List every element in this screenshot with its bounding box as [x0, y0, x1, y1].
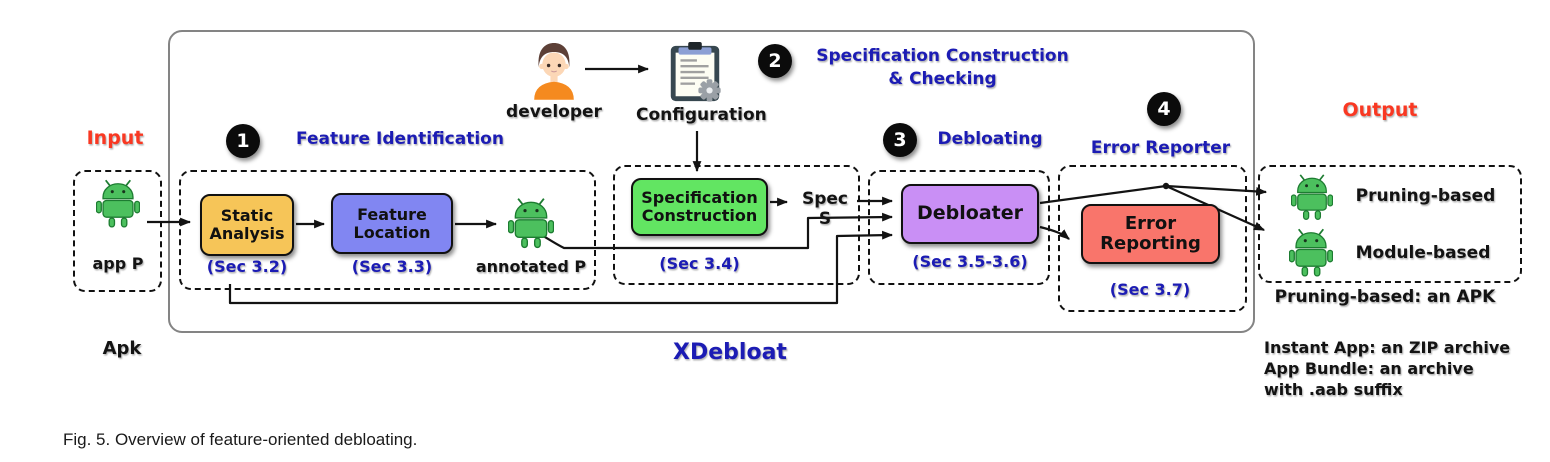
spec-construction-sec-label: (Sec 3.4) — [659, 254, 740, 273]
feature-location-label-line2: Location — [353, 222, 431, 242]
android-pruning-icon — [1291, 174, 1333, 220]
feature-location-label-line1: Feature — [357, 204, 427, 224]
error-reporting-sec-label: (Sec 3.7) — [1109, 280, 1191, 299]
error-reporting-label-line1: Error — [1124, 212, 1177, 234]
stage1-title: Feature Identification — [296, 129, 504, 149]
debloater-dashed-box — [868, 170, 1050, 285]
stage2-number-badge: 2 — [758, 44, 792, 78]
debloater-sec-label: (Sec 3.5-3.6) — [912, 252, 1028, 271]
spec-construction-label-line2: Construction — [641, 206, 758, 225]
stage2-title-line1: Specification Construction — [816, 46, 1069, 66]
stage3-number-badge: 3 — [883, 123, 917, 157]
android-module-icon — [1289, 228, 1333, 277]
module-based-label: Module-based — [1355, 243, 1491, 263]
static-analysis-node: Static Analysis — [200, 194, 294, 256]
pruning-based-label: Pruning-based — [1355, 186, 1496, 206]
stage3-title: Debloating — [937, 129, 1043, 149]
xdebloat-system-box — [168, 30, 1255, 333]
output-note-instant-app: Instant App: an ZIP archive — [1264, 338, 1511, 357]
error-reporting-label-line2: Reporting — [1100, 233, 1201, 254]
developer-label: developer — [506, 102, 602, 122]
static-analysis-label-line2: Analysis — [209, 224, 285, 243]
debloater-node: Debloater — [901, 184, 1039, 244]
output-note-app-bundle: App Bundle: an archive — [1264, 358, 1474, 378]
error-reporting-node: Error Reporting — [1081, 204, 1220, 264]
input-title: Input — [86, 127, 144, 149]
output-note-aab-suffix: with .aab suffix — [1264, 379, 1403, 399]
output-archive-notes: Instant App: an ZIP archive App Bundle: … — [1264, 338, 1544, 400]
stage2-title-line2: & Checking — [888, 68, 997, 89]
figure-caption: Fig. 5. Overview of feature-oriented deb… — [63, 430, 418, 449]
feature-identification-dashed-box — [179, 170, 596, 290]
android-app-icon — [96, 179, 140, 228]
stage4-title: Error Reporter — [1090, 138, 1231, 158]
stage2-title: Specification Construction & Checking — [800, 45, 1085, 91]
spec-construction-node: Specification Construction — [631, 178, 768, 236]
static-analysis-label-line1: Static — [220, 206, 274, 226]
configuration-icon — [670, 42, 721, 102]
output-dashed-box — [1258, 165, 1522, 283]
input-dashed-box — [73, 170, 162, 292]
app-p-label: app P — [92, 254, 144, 273]
apk-label: Apk — [102, 338, 142, 359]
android-annotated-icon — [508, 198, 554, 249]
stage4-number-badge: 4 — [1147, 92, 1181, 126]
output-apk-note: Pruning-based: an APK — [1274, 287, 1496, 307]
annotated-p-label: annotated P — [475, 257, 587, 276]
feature-location-node: Feature Location — [331, 193, 453, 254]
xdebloat-system-label: XDebloat — [673, 340, 787, 365]
spec-construction-dashed-box — [613, 165, 860, 285]
developer-icon — [534, 43, 574, 100]
debloater-label: Debloater — [917, 202, 1023, 225]
output-title: Output — [1342, 99, 1418, 121]
configuration-label: Configuration — [636, 105, 767, 125]
error-reporter-dashed-box — [1058, 165, 1247, 312]
feature-location-sec-label: (Sec 3.3) — [351, 257, 433, 276]
spec-construction-label-line1: Specification — [641, 188, 758, 208]
static-analysis-sec-label: (Sec 3.2) — [206, 257, 288, 276]
spec-s-label: Spec S — [801, 189, 849, 229]
stage1-number-badge: 1 — [226, 124, 260, 158]
